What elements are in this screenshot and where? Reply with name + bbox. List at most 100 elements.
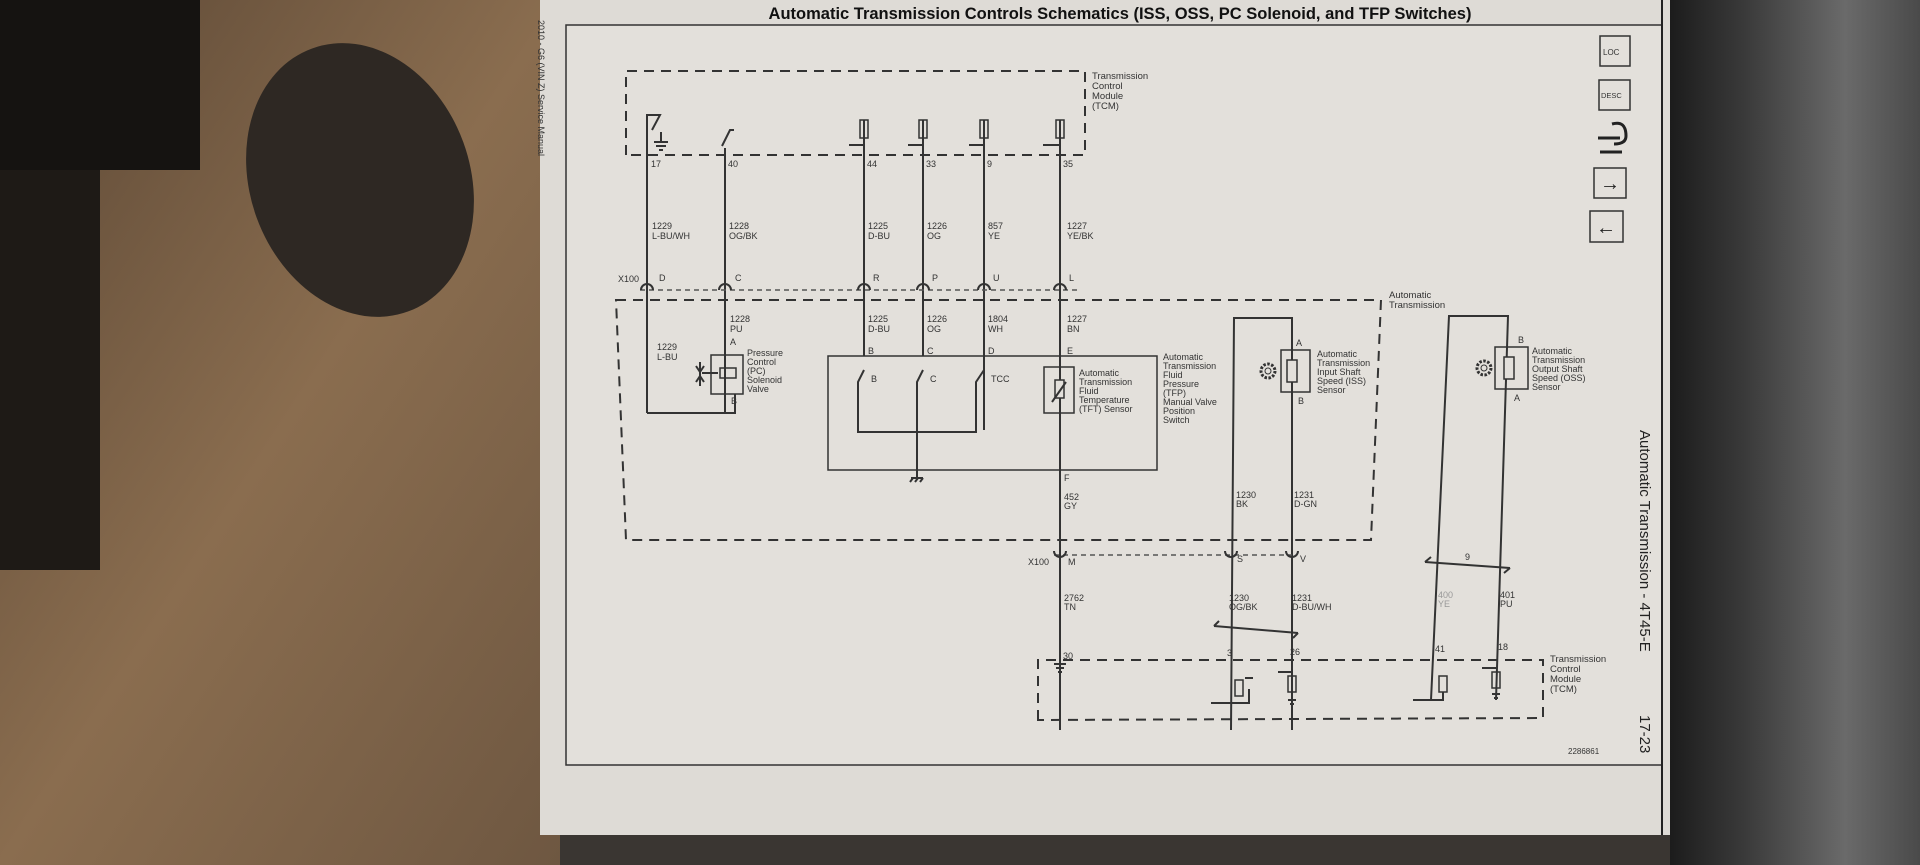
schematic-label: Module [1550,674,1581,685]
schematic-label: L-BU [657,352,678,362]
schematic-label: Transmission [1317,358,1370,368]
shoe-shape [246,43,474,317]
schematic-label: 1231 [1294,490,1314,500]
schematic-label: Automatic [1163,352,1204,362]
tcm-top-label: Transmission Control Module (TCM) [1092,71,1148,112]
schematic-label: 1228 [730,314,750,324]
schematic-label: 1228 [729,221,749,231]
schematic-label: OG/BK [1229,602,1258,612]
bottom-shadow [560,835,1670,865]
x100-lower-connector: X100 M S V [1028,550,1306,567]
schematic-label: Pressure [1163,379,1199,389]
schematic-label: GY [1064,501,1077,511]
schematic-label: (PC) [747,366,766,376]
schematic-label: 1229 [652,221,672,231]
schematic-label: 1230 [1229,593,1249,603]
schematic-label: Sensor [1532,382,1561,392]
schematic-label: YE/BK [1067,231,1094,241]
schematic-label: X100 [618,274,639,284]
schematic-label: 452 [1064,492,1079,502]
schematic-label: Position [1163,406,1195,416]
shoe [0,0,200,170]
tcm-top-pullup-resistors [849,119,1065,146]
connector-repair-icon[interactable] [1598,121,1628,154]
auto-trans-label: Automatic Transmission [1389,290,1445,311]
schematic-label: 1230 [1236,490,1256,500]
schematic-label: (TFP) [1163,388,1186,398]
schematic-label: Automatic [1389,290,1431,301]
schematic-label: E [1067,346,1073,356]
tft-sensor: Automatic Transmission Fluid Temperature… [1043,366,1133,511]
next-button[interactable] [1593,167,1627,199]
desc-button[interactable] [1598,79,1631,111]
tcm-bottom-label: Transmission Control Module (TCM) [1550,654,1606,695]
schematic-label: 3 [1227,648,1232,658]
schematic-label: V [1300,554,1306,564]
schematic-label: F [1064,473,1070,483]
schematic-label: Solenoid [747,375,782,385]
schematic-label: X100 [1028,557,1049,567]
schematic-label: PU [1500,599,1513,609]
schematic-label: PU [730,324,743,334]
schematic-label: Transmission [1163,361,1216,371]
schematic-label: (TCM) [1092,101,1119,112]
schematic-label: (TFT) Sensor [1079,404,1133,414]
schematic-label: 1227 [1067,314,1087,324]
page-number: 17-23 [1636,715,1653,753]
schematic-label: 44 [867,159,877,169]
schematic-label: 30 [1063,651,1073,661]
twisted-pair-marker [1213,620,1299,639]
schematic-label: Speed (ISS) [1317,376,1366,386]
schematic-label: A [730,337,736,347]
tfp-switch-assembly: B C D E B C TCC Automatic Transmission F… [827,346,1217,483]
auto-trans-boundary [614,299,1383,541]
schematic-label: B [1298,396,1304,406]
schematic-label: Fluid [1079,386,1099,396]
schematic-label: D-BU [868,324,890,334]
loc-button[interactable] [1599,35,1631,67]
schematic-label: 40 [728,159,738,169]
schematic-label: C [930,374,937,384]
schematic-label: 1225 [868,314,888,324]
schematic-label: D-GN [1294,499,1317,509]
schematic-label: Transmission [1079,377,1132,387]
prev-button[interactable] [1589,210,1624,243]
schematic-label: Transmission [1389,300,1445,311]
nav-icons: LOC DESC → ← [1589,35,1631,243]
dark-shadow [0,170,100,570]
side-label: 2010 - G6 (VIN Z) Service Manual [536,20,546,156]
schematic-label: Switch [1163,415,1190,425]
tcm-top-boundary [625,70,1086,156]
schematic-label: 2762 [1064,593,1084,603]
tcm-bottom-internals [1054,663,1501,705]
schematic-label: 1226 [927,221,947,231]
gear-icon [1259,362,1277,380]
schematic-label: L-BU/WH [652,231,690,241]
page-title: Automatic Transmission Controls Schemati… [769,5,1472,23]
loc-button-label: LOC [1603,48,1620,57]
schematic-label: B [1518,335,1524,345]
schematic-label: 857 [988,221,1003,231]
x100-upper-connector: X100 D C R P U L [618,273,1080,291]
schematic-label: A [1296,338,1302,348]
schematic-label: 9 [987,159,992,169]
schematic-label: Automatic [1317,349,1358,359]
schematic-label: OG/BK [729,231,758,241]
schematic-label: Automatic [1079,368,1120,378]
section-footer: Automatic Transmission - 4T45-E [1636,430,1653,652]
schematic-label: B [868,346,874,356]
schematic-label: 1226 [927,314,947,324]
prev-arrow-icon: ← [1596,217,1616,239]
schematic-label: 17 [651,159,661,169]
schematic-label: Input Shaft [1317,367,1361,377]
tcm-bottom-boundary [1037,659,1544,722]
schematic-label: YE [1438,599,1450,609]
schematic-label: Sensor [1317,385,1346,395]
schematic-label: D [988,346,995,356]
desc-button-label: DESC [1601,91,1622,100]
schematic-label: Output Shaft [1532,364,1583,374]
schematic-label: (TCM) [1550,684,1577,695]
schematic-label: 26 [1290,647,1300,657]
